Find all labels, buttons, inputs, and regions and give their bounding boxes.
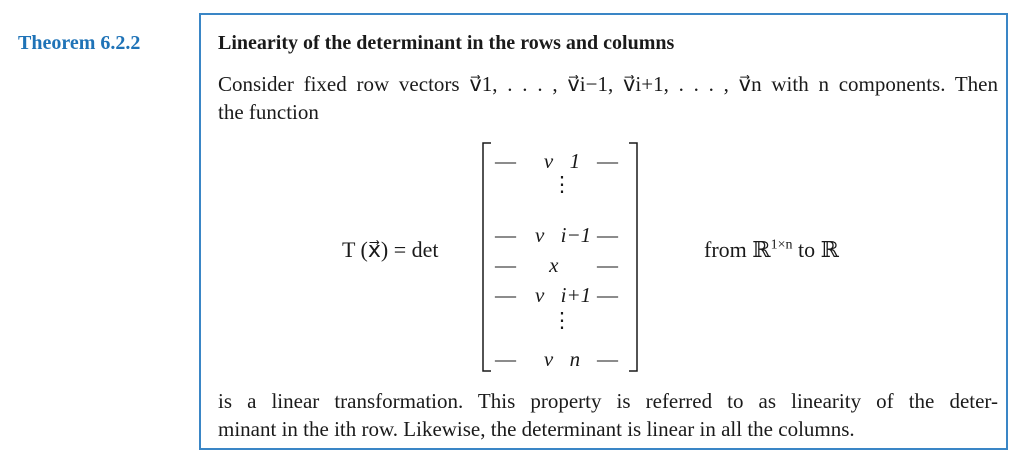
row-dash-left: — — [495, 283, 516, 307]
row-dash-right: — — [597, 283, 618, 307]
rhs-superscript: 1×n — [770, 237, 793, 253]
row-dash-left: — — [495, 347, 516, 371]
theorem-box: Linearity of the determinant in the rows… — [199, 13, 1008, 450]
row-dash-right: — — [597, 149, 618, 173]
row-dash-right: — — [597, 347, 618, 371]
theorem-label: Theorem 6.2.2 — [18, 32, 141, 54]
intro-line-1: Consider fixed row vectors v⃗1, . . . , … — [218, 72, 998, 96]
conclusion-paragraph: is a linear transformation. This propert… — [218, 387, 998, 443]
matrix-entry: v⃗n — [543, 347, 581, 371]
equation-rhs: from ℝ1×n to ℝ — [704, 237, 839, 263]
matrix-entry: ⋮ — [551, 172, 573, 196]
matrix-row: ⋮ — [479, 308, 641, 341]
matrix-row: — v⃗n — — [479, 347, 641, 373]
row-dash-left: — — [495, 149, 516, 173]
matrix-row: — x⃗ — — [479, 253, 641, 279]
matrix-entry: v⃗i−1 — [535, 223, 592, 247]
rhs-suffix: to ℝ — [792, 237, 839, 262]
determinant-matrix: —v⃗1—⋮—v⃗i−1——x⃗——v⃗i+1—⋮—v⃗n— — [479, 141, 641, 373]
matrix-row: —v⃗i+1— — [479, 283, 641, 309]
equation-lhs: T (x⃗) = det — [342, 237, 439, 262]
matrix-brackets — [482, 142, 638, 372]
intro-paragraph: Consider fixed row vectors v⃗1, . . . , … — [218, 70, 998, 126]
matrix-row: —v⃗i−1— — [479, 223, 641, 249]
matrix-row: — v⃗1 — — [479, 149, 641, 175]
row-dash-left: — — [495, 223, 516, 247]
matrix-entry: v⃗1 — [543, 149, 581, 173]
row-dash-right: — — [597, 223, 618, 247]
rhs-prefix: from ℝ — [704, 237, 771, 262]
matrix-entry: ⋮ — [551, 308, 573, 332]
matrix-entry: v⃗i+1 — [535, 283, 592, 307]
intro-line-2: the function — [218, 100, 319, 124]
row-dash-left: — — [495, 253, 516, 277]
conclusion-line-1: is a linear transformation. This propert… — [218, 389, 998, 413]
theorem-title: Linearity of the determinant in the rows… — [218, 32, 675, 54]
matrix-entry: x⃗ — [549, 253, 575, 277]
conclusion-line-2: minant in the ith row. Likewise, the det… — [218, 417, 855, 441]
row-dash-right: — — [597, 253, 618, 277]
matrix-row: ⋮ — [479, 172, 641, 205]
